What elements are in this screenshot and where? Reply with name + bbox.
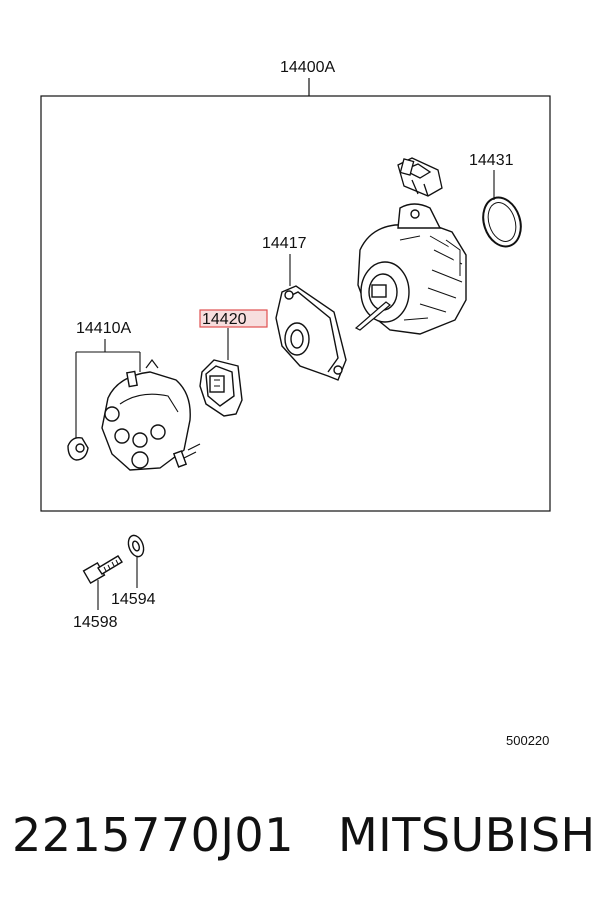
distributor-cap-part	[101, 359, 201, 471]
signal-plate-part	[275, 285, 347, 381]
label-14410A[interactable]: 14410A	[76, 320, 131, 337]
label-14598[interactable]: 14598	[73, 614, 118, 631]
label-14417[interactable]: 14417	[262, 235, 307, 252]
connector-part	[397, 157, 443, 197]
label-14400A[interactable]: 14400A	[280, 59, 335, 76]
bolt-part	[82, 555, 123, 585]
assembly-frame	[40, 95, 551, 512]
brand-name: MITSUBISHI	[337, 808, 600, 862]
label-14594[interactable]: 14594	[111, 591, 156, 608]
label-14431[interactable]: 14431	[469, 152, 514, 169]
rotor-part	[199, 359, 243, 417]
cap-grommet-part	[67, 436, 89, 461]
label-14420[interactable]: 14420	[202, 311, 247, 328]
footer-caption: 2215770J01 MITSUBISHI	[12, 808, 600, 862]
washer-part	[127, 534, 145, 558]
diagram-code: 500220	[506, 733, 549, 748]
distributor-housing	[354, 203, 467, 335]
highlight-box-14420	[199, 309, 268, 328]
o-ring-part	[482, 196, 522, 248]
part-number: 2215770J01	[12, 808, 294, 862]
